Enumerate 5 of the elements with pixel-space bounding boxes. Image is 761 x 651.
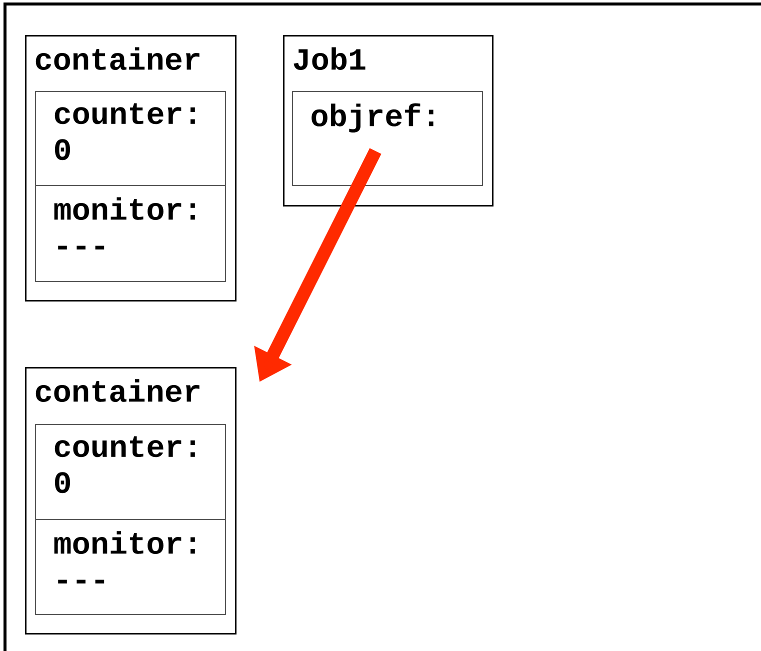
field-box: counter: 0	[35, 91, 226, 186]
field-box: monitor: ---	[35, 185, 226, 282]
field-box: counter: 0	[35, 424, 226, 520]
field-box: monitor: ---	[35, 519, 226, 615]
field-box: objref:	[292, 91, 483, 186]
